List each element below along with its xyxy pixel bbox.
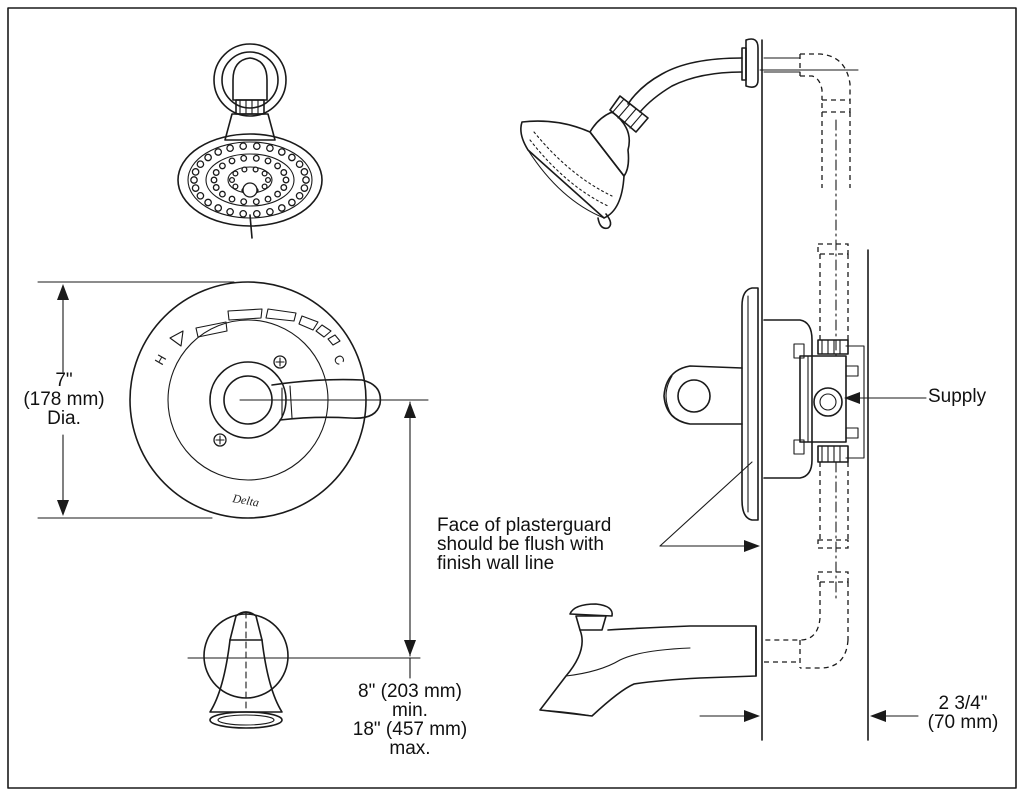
- height-label-line3: 18" (457 mm): [352, 719, 468, 740]
- plasterguard-note-line2: should be flush with: [437, 534, 604, 555]
- diameter-label-line2: (178 mm): [23, 389, 105, 410]
- spray-nozzle: [196, 191, 205, 200]
- spray-nozzle: [240, 198, 248, 206]
- spray-nozzle: [228, 195, 236, 203]
- spray-nozzle: [252, 154, 260, 162]
- spray-nozzle: [261, 170, 268, 177]
- cold-mark: C: [330, 352, 348, 368]
- plasterguard-note: Face of plasterguard should be flush wit…: [437, 516, 611, 573]
- spray-nozzle: [241, 166, 248, 173]
- spray-nozzle: [232, 170, 239, 177]
- valve-side-view: [663, 287, 865, 521]
- spray-nozzle: [252, 198, 260, 206]
- height-label: 8" (203 mm) min. 18" (457 mm) max.: [340, 682, 480, 758]
- finish-wall-side-view: [761, 39, 869, 741]
- plasterguard-note-line1: Face of plasterguard: [437, 515, 612, 536]
- spray-nozzle: [295, 160, 304, 169]
- showerhead-side-view: [520, 38, 759, 230]
- spray-nozzle: [277, 204, 286, 212]
- spray-nozzle: [240, 154, 248, 162]
- spray-nozzle: [218, 190, 226, 198]
- tub-spout-front-view: [203, 611, 289, 729]
- height-label-line4: max.: [389, 738, 431, 759]
- pipe-rough-in-side-view: [759, 53, 859, 669]
- spray-nozzle: [212, 169, 220, 176]
- height-label-line1: 8" (203 mm): [358, 681, 462, 702]
- spray-nozzle: [252, 209, 261, 218]
- spray-nozzle: [264, 176, 272, 184]
- spray-nozzle: [239, 209, 248, 218]
- wall-depth-label-line2: (70 mm): [927, 712, 999, 733]
- diameter-dimension: [37, 281, 235, 519]
- spray-nozzle: [212, 184, 220, 191]
- spray-nozzle: [226, 144, 234, 153]
- spray-nozzle: [264, 157, 272, 165]
- spray-nozzle: [239, 142, 248, 151]
- diameter-label-line3: Dia.: [47, 408, 81, 429]
- spray-nozzle: [252, 166, 259, 173]
- spray-nozzle: [266, 144, 274, 153]
- spray-nozzle: [204, 153, 212, 162]
- plasterguard-note-line3: finish wall line: [437, 553, 555, 574]
- spray-nozzle: [280, 184, 288, 191]
- spray-nozzle: [196, 160, 205, 169]
- tub-spout-side-view: [539, 603, 757, 717]
- spray-nozzle: [228, 176, 236, 184]
- hot-mark: H: [152, 352, 170, 368]
- spray-nozzle: [191, 168, 200, 176]
- spray-nozzle: [191, 184, 200, 192]
- spray-nozzle: [277, 148, 286, 156]
- spray-nozzle: [218, 162, 226, 170]
- annotation-leaders: [659, 392, 927, 722]
- spray-nozzle: [300, 184, 309, 192]
- spray-nozzle: [204, 198, 212, 207]
- spray-nozzle: [288, 153, 296, 162]
- spray-nozzle: [252, 142, 261, 151]
- spray-nozzle: [300, 168, 309, 176]
- diameter-label: 7" (178 mm) Dia.: [14, 371, 114, 428]
- spray-nozzle: [274, 190, 282, 198]
- showerhead-front-view: [177, 43, 323, 239]
- wall-depth-label: 2 3/4" (70 mm): [918, 694, 1008, 732]
- spray-nozzle: [288, 198, 296, 207]
- spray-nozzle: [274, 162, 282, 170]
- height-dimension: [187, 399, 429, 679]
- spray-nozzle: [190, 176, 198, 184]
- spray-nozzle: [228, 157, 236, 165]
- spray-nozzle: [214, 148, 223, 156]
- spray-nozzle: [232, 183, 239, 190]
- spray-nozzle: [214, 204, 223, 212]
- spray-nozzle: [266, 207, 274, 216]
- spray-nozzle: [261, 183, 268, 190]
- supply-label: Supply: [928, 386, 987, 407]
- spray-nozzle: [280, 169, 288, 176]
- height-label-line2: min.: [392, 700, 428, 721]
- spray-nozzle: [226, 207, 234, 216]
- spray-nozzle: [295, 191, 304, 200]
- spray-nozzle: [282, 176, 290, 184]
- spray-nozzle: [302, 176, 310, 184]
- spray-nozzle: [210, 176, 218, 184]
- spray-nozzle: [264, 195, 272, 203]
- diagram-border: [7, 7, 1017, 789]
- diameter-label-line1: 7": [55, 370, 73, 391]
- brand-logo: Delta: [230, 491, 260, 510]
- wall-depth-label-line1: 2 3/4": [938, 693, 988, 714]
